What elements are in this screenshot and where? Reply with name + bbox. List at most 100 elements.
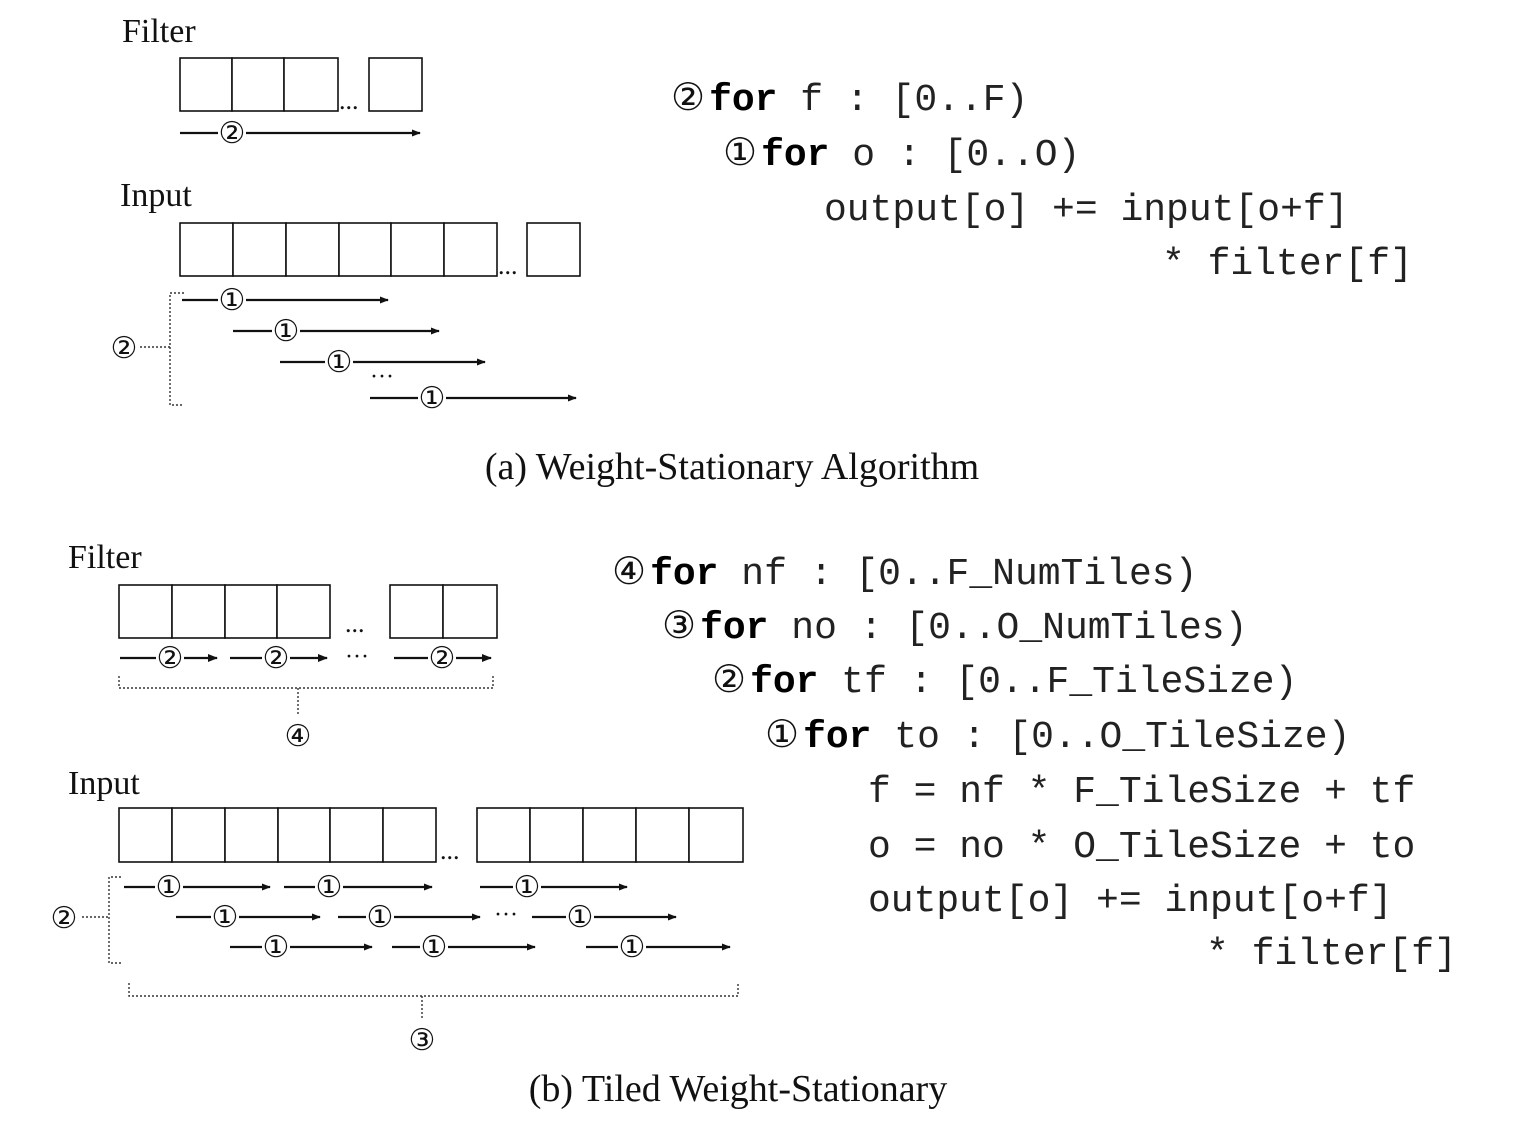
input-loop-arrow: ① — [230, 930, 373, 965]
keyword-for: for — [761, 134, 829, 177]
input-array: ... — [118, 807, 744, 865]
input-loop-arrow: ① — [233, 314, 440, 349]
input-loop-arrow: ① — [284, 870, 433, 905]
filter-tile-arrow: ② — [230, 641, 328, 676]
loop-marker-2: ② — [671, 75, 705, 119]
input-cell — [171, 807, 226, 863]
loop-marker-1: ① — [219, 283, 246, 318]
input-ellipsis: ... — [440, 836, 460, 865]
loop-marker-2: ② — [712, 657, 746, 701]
panel-a: Filter ... ② Input ... — [111, 13, 1413, 488]
code-line: output[o] += input[o+f] — [868, 880, 1393, 923]
input-cell — [582, 807, 637, 863]
panel-b: Filter ... ② ② ··· ② — [51, 539, 1457, 1110]
loop-marker-1: ① — [419, 381, 446, 416]
filter-cell — [171, 584, 226, 639]
filter-cell — [231, 57, 285, 112]
loop-marker-1: ① — [723, 130, 757, 174]
input-cell — [476, 807, 531, 863]
filter-loop-arrow: ② — [180, 116, 421, 151]
input-tiles-bracket: ③ — [128, 983, 739, 1058]
filter-tiles-bracket: ④ — [118, 676, 494, 754]
loop-range: to : [0..O_TileSize) — [872, 716, 1351, 759]
input-cell — [443, 222, 498, 277]
loop-marker-1: ① — [367, 900, 394, 935]
input-loop-arrow: ① — [124, 870, 271, 905]
input-loop-arrow: ① — [392, 930, 536, 965]
loop-marker-1: ① — [514, 870, 541, 905]
input-cell — [179, 222, 234, 277]
caption-a: (a) Weight-Stationary Algorithm — [485, 446, 979, 488]
input-label: Input — [68, 765, 140, 802]
code-line: f = nf * F_TileSize + tf — [868, 771, 1415, 814]
loop-range: nf : [0..F_NumTiles) — [719, 553, 1198, 596]
input-cell — [635, 807, 690, 863]
loop-marker-2: ② — [219, 116, 246, 151]
inner-loop-bracket: ② — [51, 876, 121, 964]
filter-tile-arrow: ② — [120, 641, 218, 676]
input-loop-arrow: ① — [370, 381, 577, 416]
input-cell — [285, 222, 340, 277]
keyword-for: for — [803, 716, 871, 759]
input-cell — [224, 807, 279, 863]
loop-marker-2: ② — [157, 641, 184, 676]
input-loop-arrow: ① — [280, 345, 486, 380]
filter-cell — [276, 584, 331, 639]
loop-marker-1: ① — [263, 930, 290, 965]
loop-marker-3: ③ — [409, 1023, 436, 1058]
loop-marker-1: ① — [326, 345, 353, 380]
arrow-ellipsis: ··· — [370, 364, 394, 390]
loop-range: o : [0..O) — [830, 134, 1081, 177]
arrow-ellipsis: ··· — [494, 902, 518, 928]
keyword-for: for — [650, 553, 718, 596]
filter-cell — [224, 584, 278, 639]
loop-range: f : [0..F) — [778, 79, 1029, 122]
input-cell — [118, 807, 173, 863]
filter-label: Filter — [122, 13, 196, 50]
input-cell — [526, 222, 581, 277]
filter-ellipsis: ... — [345, 609, 365, 638]
loop-marker-1: ① — [567, 900, 594, 935]
filter-cell — [389, 584, 444, 639]
keyword-for: for — [750, 661, 818, 704]
loop-marker-4: ④ — [612, 549, 646, 593]
filter-array: ... — [118, 584, 498, 639]
loop-marker-2: ② — [263, 641, 290, 676]
loop-marker-1: ① — [765, 712, 799, 756]
loop-marker-4: ④ — [285, 719, 312, 754]
loop-range: no : [0..O_NumTiles) — [769, 607, 1248, 650]
input-cell — [390, 222, 445, 277]
loop-marker-1: ① — [212, 900, 239, 935]
code-line: * filter[f] — [1162, 243, 1413, 286]
input-label: Input — [120, 177, 192, 214]
loop-marker-1: ① — [619, 930, 646, 965]
filter-label: Filter — [68, 539, 142, 576]
outer-loop-bracket: ② — [111, 292, 184, 406]
filter-cell — [442, 584, 498, 639]
code-line: * filter[f] — [1206, 933, 1457, 976]
filter-cell — [283, 57, 339, 112]
loop-marker-1: ① — [421, 930, 448, 965]
loop-marker-1: ① — [156, 870, 183, 905]
input-array: ... — [179, 222, 581, 280]
loop-marker-3: ③ — [662, 603, 696, 647]
loop-marker-1: ① — [273, 314, 300, 349]
loop-marker-2: ② — [51, 901, 78, 936]
keyword-for: for — [700, 607, 768, 650]
input-cell — [277, 807, 331, 863]
filter-cell — [368, 57, 423, 112]
input-cell — [382, 807, 437, 863]
loop-marker-2: ② — [111, 331, 138, 366]
caption-b: (b) Tiled Weight-Stationary — [529, 1068, 947, 1110]
input-ellipsis: ... — [498, 251, 518, 280]
loop-range: tf : [0..F_TileSize) — [819, 661, 1298, 704]
filter-cell — [118, 584, 173, 639]
